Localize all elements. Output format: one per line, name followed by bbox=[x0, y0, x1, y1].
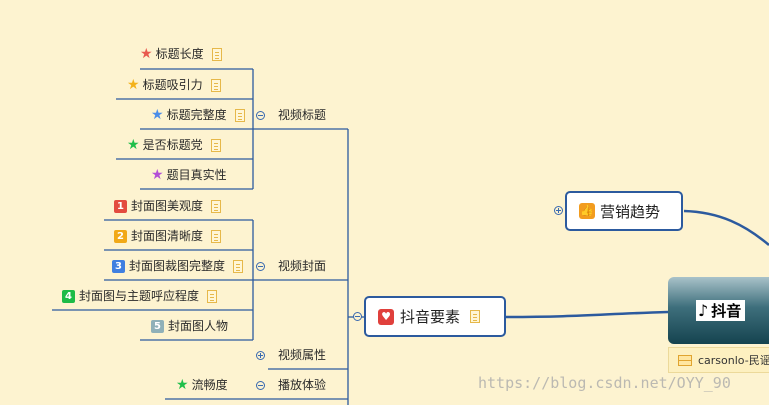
credit-icon bbox=[678, 354, 692, 366]
note-icon[interactable] bbox=[210, 138, 221, 152]
list-item[interactable]: 4 封面图与主题呼应程度 bbox=[62, 287, 218, 305]
collapse-toggle[interactable] bbox=[256, 262, 265, 271]
star-icon: ★ bbox=[176, 377, 189, 393]
heart-icon: ♥ bbox=[378, 308, 394, 325]
list-item[interactable]: ★ 标题完整度 bbox=[151, 106, 245, 124]
topic-douyin-elements[interactable]: ♥ 抖音要素 bbox=[364, 296, 506, 337]
topic-marketing-trend[interactable]: 👍 营销趋势 bbox=[565, 191, 683, 231]
note-icon[interactable] bbox=[207, 289, 218, 303]
collapse-toggle[interactable] bbox=[256, 381, 265, 390]
node-label: 题目真实性 bbox=[166, 168, 227, 182]
list-item[interactable]: ★ 题目真实性 bbox=[151, 166, 227, 184]
author-credit: carsonlo-民谣 bbox=[668, 347, 769, 373]
list-item[interactable]: ★ 流畅度 bbox=[176, 376, 228, 394]
node-label: 标题吸引力 bbox=[142, 78, 203, 92]
list-item[interactable]: ★ 是否标题党 bbox=[127, 136, 221, 154]
star-icon: ★ bbox=[127, 77, 140, 93]
star-icon: ★ bbox=[151, 107, 164, 123]
thumbs-up-icon: 👍 bbox=[579, 203, 595, 219]
tiktok-icon: ♪ bbox=[698, 301, 709, 320]
node-label: 封面图人物 bbox=[168, 319, 229, 333]
star-icon: ★ bbox=[140, 46, 153, 62]
note-icon[interactable] bbox=[211, 47, 222, 61]
node-label: 封面图美观度 bbox=[131, 199, 204, 213]
branch-label-playback[interactable]: 播放体验 bbox=[278, 378, 327, 392]
branch-label-video-attributes[interactable]: 视频属性 bbox=[278, 348, 327, 362]
expand-toggle[interactable] bbox=[256, 351, 265, 360]
collapse-toggle[interactable] bbox=[353, 312, 362, 321]
node-label: 封面图与主题呼应程度 bbox=[79, 289, 200, 303]
central-topic[interactable]: ♪ 抖音 bbox=[668, 277, 769, 344]
priority-5-icon: 5 bbox=[151, 319, 164, 333]
star-icon: ★ bbox=[127, 137, 140, 153]
priority-1-icon: 1 bbox=[114, 199, 127, 213]
list-item[interactable]: 1 封面图美观度 bbox=[114, 197, 222, 215]
branch-label-video-cover[interactable]: 视频封面 bbox=[278, 259, 327, 273]
priority-3-icon: 3 bbox=[112, 259, 125, 273]
collapse-toggle[interactable] bbox=[256, 111, 265, 120]
node-label: 封面图清晰度 bbox=[131, 229, 204, 243]
node-label: 流畅度 bbox=[191, 378, 228, 392]
list-item[interactable]: 3 封面图裁图完整度 bbox=[112, 257, 244, 275]
note-icon[interactable] bbox=[470, 310, 481, 323]
priority-4-icon: 4 bbox=[62, 289, 75, 303]
central-topic-text: 抖音 bbox=[711, 302, 742, 320]
star-icon: ★ bbox=[151, 167, 164, 183]
note-icon[interactable] bbox=[211, 229, 222, 243]
topic-label: 抖音要素 bbox=[400, 308, 461, 326]
node-label: 封面图裁图完整度 bbox=[129, 259, 226, 273]
expand-toggle[interactable] bbox=[554, 206, 563, 215]
branch-label-video-title[interactable]: 视频标题 bbox=[278, 108, 327, 122]
topic-label: 营销趋势 bbox=[600, 202, 661, 221]
priority-2-icon: 2 bbox=[114, 229, 127, 243]
note-icon[interactable] bbox=[211, 199, 222, 213]
list-item[interactable]: 2 封面图清晰度 bbox=[114, 227, 222, 245]
list-item[interactable]: ★ 标题吸引力 bbox=[127, 76, 221, 94]
note-icon[interactable] bbox=[234, 108, 245, 122]
node-label: 是否标题党 bbox=[142, 138, 203, 152]
note-icon[interactable] bbox=[210, 78, 221, 92]
node-label: 标题长度 bbox=[155, 47, 204, 61]
node-label: 标题完整度 bbox=[166, 108, 227, 122]
central-topic-label: ♪ 抖音 bbox=[696, 300, 746, 321]
watermark: https://blog.csdn.net/OYY_90 bbox=[478, 374, 731, 392]
credit-text: carsonlo-民谣 bbox=[698, 354, 769, 367]
list-item[interactable]: 5 封面图人物 bbox=[151, 317, 228, 335]
note-icon[interactable] bbox=[233, 259, 244, 273]
list-item[interactable]: ★ 标题长度 bbox=[140, 45, 222, 63]
